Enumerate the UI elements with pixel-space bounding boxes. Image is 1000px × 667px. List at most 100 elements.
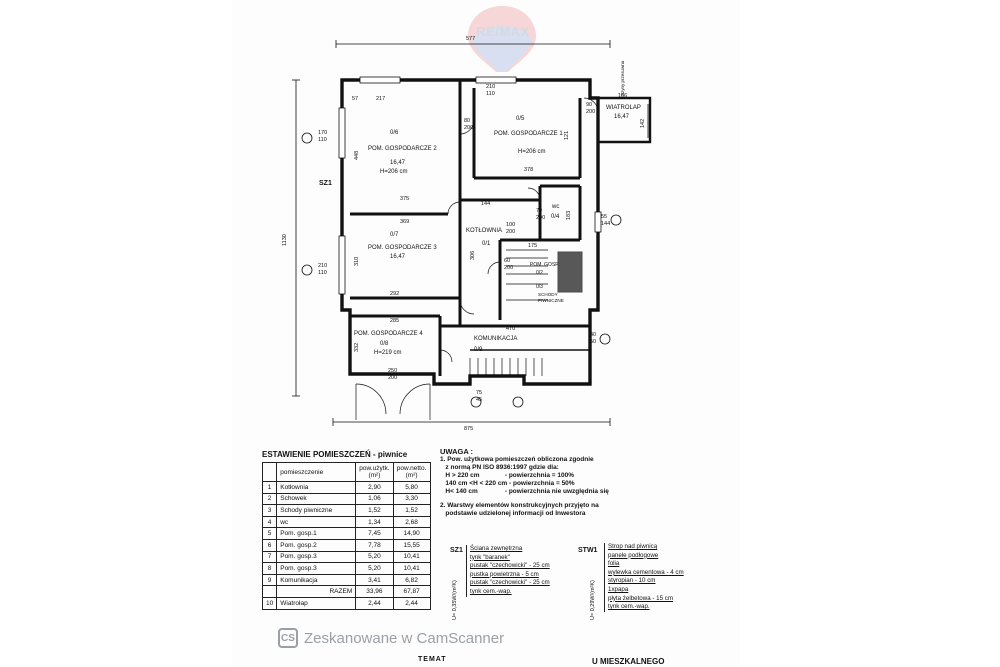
table-cell: 6 bbox=[261, 538, 278, 552]
room-name-03: SCHODY PIWNICZNE bbox=[538, 292, 564, 303]
marker-dims-o3: 170 110 bbox=[318, 130, 328, 143]
table-cell: 4 bbox=[261, 515, 278, 529]
table-cell: Schowek bbox=[276, 492, 357, 506]
footer-topic: TEMAT bbox=[418, 656, 447, 663]
dim-144: 144 bbox=[481, 201, 491, 207]
notes-heading: UWAGA : bbox=[440, 447, 474, 456]
camscanner-watermark: CS Zeskanowane w CamScanner bbox=[278, 626, 504, 650]
stw1-layer: folia bbox=[608, 560, 620, 568]
dim-left: 1130 bbox=[282, 234, 288, 246]
table-cell: 3 bbox=[261, 504, 278, 517]
table-cell: Kotłownia bbox=[276, 481, 357, 494]
door-dim-250-200: 250 200 bbox=[388, 368, 398, 381]
table-cell: 1 bbox=[261, 481, 278, 494]
notes-line: H > 220 cm - powierzchnia = 100% bbox=[440, 472, 575, 479]
notes-block: UWAGA : 1. Pow. użytkowa pomieszczeń obl… bbox=[440, 448, 609, 518]
sz1-u-value: U= 0,35W/(m²K) bbox=[452, 580, 458, 620]
stw1-layer: panele podłogowe bbox=[608, 551, 659, 559]
dim-310: 310 bbox=[354, 256, 360, 266]
sz1-layer: pustak "czechowicki" - 25 cm bbox=[470, 579, 550, 587]
dim-175: 175 bbox=[528, 243, 538, 249]
table-cell: Schody piwniczne bbox=[276, 504, 357, 517]
table-header-row: pomieszczenie pow.użytk. (m²) pow.netto.… bbox=[261, 462, 431, 482]
notes-line: podstawie udzielonej informacji od Inwes… bbox=[440, 510, 586, 517]
remax-balloon-icon bbox=[468, 6, 536, 72]
dim-369: 369 bbox=[400, 219, 410, 225]
table-cell: 1,34 bbox=[355, 515, 394, 529]
room-height-08: H=219 cm bbox=[374, 350, 402, 356]
sz1-layer: tynk "baranek" bbox=[470, 553, 510, 561]
room-num-09: 0/9 bbox=[474, 347, 483, 353]
dim-142: 142 bbox=[640, 118, 646, 128]
stw1-layer: 1xpapa bbox=[608, 585, 629, 593]
room-area-wiatrolap: 16,47 bbox=[614, 114, 630, 120]
wall-type-sz1: SZ1 bbox=[319, 180, 332, 187]
room-height-06: H=206 cm bbox=[380, 169, 408, 175]
stw1-layer: Strop nad piwnicą bbox=[608, 543, 658, 550]
dim-306: 306 bbox=[470, 250, 476, 260]
table-cell: 7,45 bbox=[355, 527, 394, 540]
notes-line: z normą PN ISO 8936:1997 gdzie dla: bbox=[440, 464, 559, 471]
table-cell: 6,82 bbox=[392, 573, 431, 587]
table-header-cell: pomieszczenie bbox=[276, 462, 357, 482]
table-cell: 5,80 bbox=[392, 481, 431, 494]
dim-166: 166 bbox=[618, 93, 628, 99]
room-num-06: 0/6 bbox=[390, 130, 399, 136]
table-cell: Komunikacja bbox=[276, 573, 357, 587]
dim-448: 448 bbox=[354, 150, 360, 160]
room-num-02: 0/2 bbox=[536, 270, 543, 276]
table-cell: Wiatrołap bbox=[276, 596, 357, 610]
notes-line: 2. Warstwy elementów konstrukcyjnych prz… bbox=[440, 502, 599, 509]
dim-top: 577 bbox=[466, 36, 476, 42]
room-name-07: POM. GOSPODARCZE 3 bbox=[368, 245, 437, 251]
stw1-layer: wylewka cementowa - 4 cm bbox=[608, 568, 684, 576]
stw1-layer: styropian - 10 cm bbox=[608, 577, 656, 585]
table-cell: 15,55 bbox=[392, 538, 431, 552]
room-height-05: H=206 cm bbox=[518, 149, 546, 155]
table-header-cell bbox=[261, 462, 278, 482]
room-schedule-table: pomieszczenie pow.użytk. (m²) pow.netto.… bbox=[261, 462, 431, 610]
table-cell: 2 bbox=[261, 492, 278, 506]
stw1-layer: płyta żelbetowa - 15 cm bbox=[608, 594, 673, 602]
table-cell: 10,41 bbox=[392, 562, 431, 575]
room-name-09: KOMUNIKACJA bbox=[474, 336, 518, 342]
table-cell: RAZEM bbox=[276, 585, 357, 598]
table-cell: 3,30 bbox=[392, 492, 431, 506]
table-cell: 8 bbox=[261, 562, 278, 575]
table-cell: 14,90 bbox=[392, 527, 431, 540]
marker-dims-o1: 75 45 bbox=[476, 390, 483, 403]
door-dim-60-200: 60 200 bbox=[504, 258, 514, 271]
notes-line: H< 140 cm - powierzchnia nie uwzględnia … bbox=[440, 488, 609, 495]
stw1-layers: Strop nad piwnicą panele podłogowe folia… bbox=[604, 543, 684, 612]
table-cell: 7 bbox=[261, 550, 278, 564]
table-cell: 5,20 bbox=[355, 550, 394, 564]
notes-line: 1. Pow. użytkowa pomieszczeń obliczona z… bbox=[440, 456, 594, 463]
dim-470: 470 bbox=[506, 326, 516, 332]
dim-183: 183 bbox=[566, 210, 572, 220]
table-cell: 3,41 bbox=[355, 573, 394, 587]
table-cell: 5,20 bbox=[355, 562, 394, 575]
table-cell: 1,06 bbox=[355, 492, 394, 506]
room-name-01: KOTŁOWNIA bbox=[466, 228, 503, 234]
table-cell: 10,41 bbox=[392, 550, 431, 564]
table-cell: 10 bbox=[261, 596, 278, 610]
stw1-layer: tynk cem.-wap. bbox=[608, 603, 650, 611]
sz1-layer: Ściana zewnętrzna bbox=[470, 545, 523, 552]
door-dim-80-200: 80 200 bbox=[464, 118, 474, 131]
dim-bottom: 875 bbox=[464, 426, 474, 432]
table-cell: Pom. gosp.3 bbox=[276, 550, 357, 564]
table-cell: Pom. gosp.3 bbox=[276, 562, 357, 575]
marker-dims-o4b: 40 50 bbox=[590, 332, 597, 345]
room-num-08: 0/8 bbox=[380, 341, 389, 347]
dim-217: 217 bbox=[376, 96, 386, 102]
dim-375: 375 bbox=[400, 196, 410, 202]
dim-285: 285 bbox=[390, 318, 400, 324]
remax-logo-text: RE/MAX bbox=[476, 24, 530, 39]
table-cell: 1,52 bbox=[355, 504, 394, 517]
